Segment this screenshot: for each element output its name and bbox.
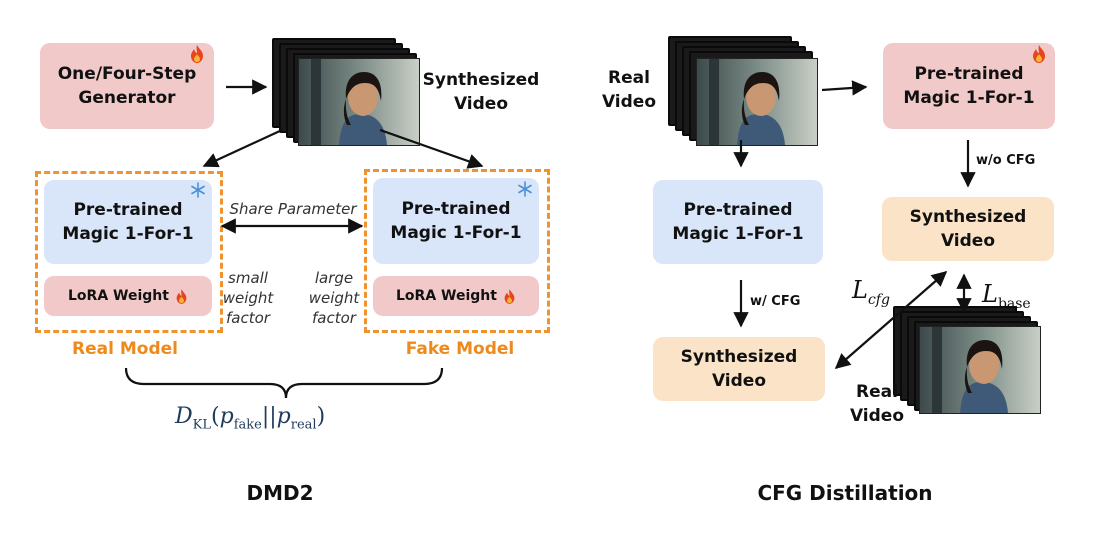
arrow-real-to-pretrained (821, 80, 868, 96)
flame-icon (1033, 45, 1045, 63)
real-video-top-label: Real Video (601, 68, 657, 112)
kl-divergence-formula: DKL(pfake||preal) (175, 404, 326, 433)
dmd2-title: DMD2 (246, 481, 314, 505)
flame-icon (191, 45, 203, 63)
fake-lora-label: LoRA Weight (396, 288, 497, 304)
real-lora-label: LoRA Weight (68, 288, 169, 304)
synth-video-frames (272, 38, 422, 148)
real-lora-box: LoRA Weight (44, 276, 212, 316)
generator-box: One/Four-Step Generator (40, 43, 214, 129)
fake-model-caption: Fake Model (405, 339, 515, 359)
flame-icon (176, 288, 187, 304)
real-model-box: Pre-trained Magic 1-For-1 (44, 180, 212, 264)
arrow-video-to-fake-model (379, 128, 484, 169)
arrow-l-cfg (834, 270, 948, 370)
generator-label: One/Four-Step Generator (57, 64, 197, 108)
real-video-frames-top (668, 36, 818, 148)
portrait-thumbnail (696, 58, 818, 146)
small-weight-factor: small weight factor (222, 269, 274, 327)
pretrained-top-box: Pre-trained Magic 1-For-1 (883, 43, 1055, 129)
kl-brace (124, 367, 444, 399)
synth-video-label: Synthesized Video (422, 70, 540, 114)
pretrained-left-box: Pre-trained Magic 1-For-1 (653, 180, 823, 264)
cfg-title: CFG Distillation (757, 481, 933, 505)
fake-model-box: Pre-trained Magic 1-For-1 (373, 178, 539, 264)
fake-lora-box: LoRA Weight (373, 276, 539, 316)
share-parameter-label: Share Parameter (229, 200, 357, 218)
snowflake-icon (518, 181, 532, 197)
flame-icon (504, 288, 515, 304)
arrow-video-to-real-model (202, 129, 283, 168)
wo-cfg-label: w/o CFG (976, 153, 1036, 168)
fake-model-group (364, 169, 550, 333)
portrait-thumbnail (298, 58, 420, 146)
real-video-bottom-label: Real Video (849, 382, 905, 426)
snowflake-icon (191, 182, 205, 198)
real-model-group (35, 171, 223, 333)
large-weight-factor: large weight factor (308, 269, 360, 327)
synth-left-box: Synthesized Video (653, 337, 825, 401)
real-model-caption: Real Model (72, 339, 178, 359)
synth-right-box: Synthesized Video (882, 197, 1054, 261)
w-cfg-label: w/ CFG (750, 294, 801, 309)
